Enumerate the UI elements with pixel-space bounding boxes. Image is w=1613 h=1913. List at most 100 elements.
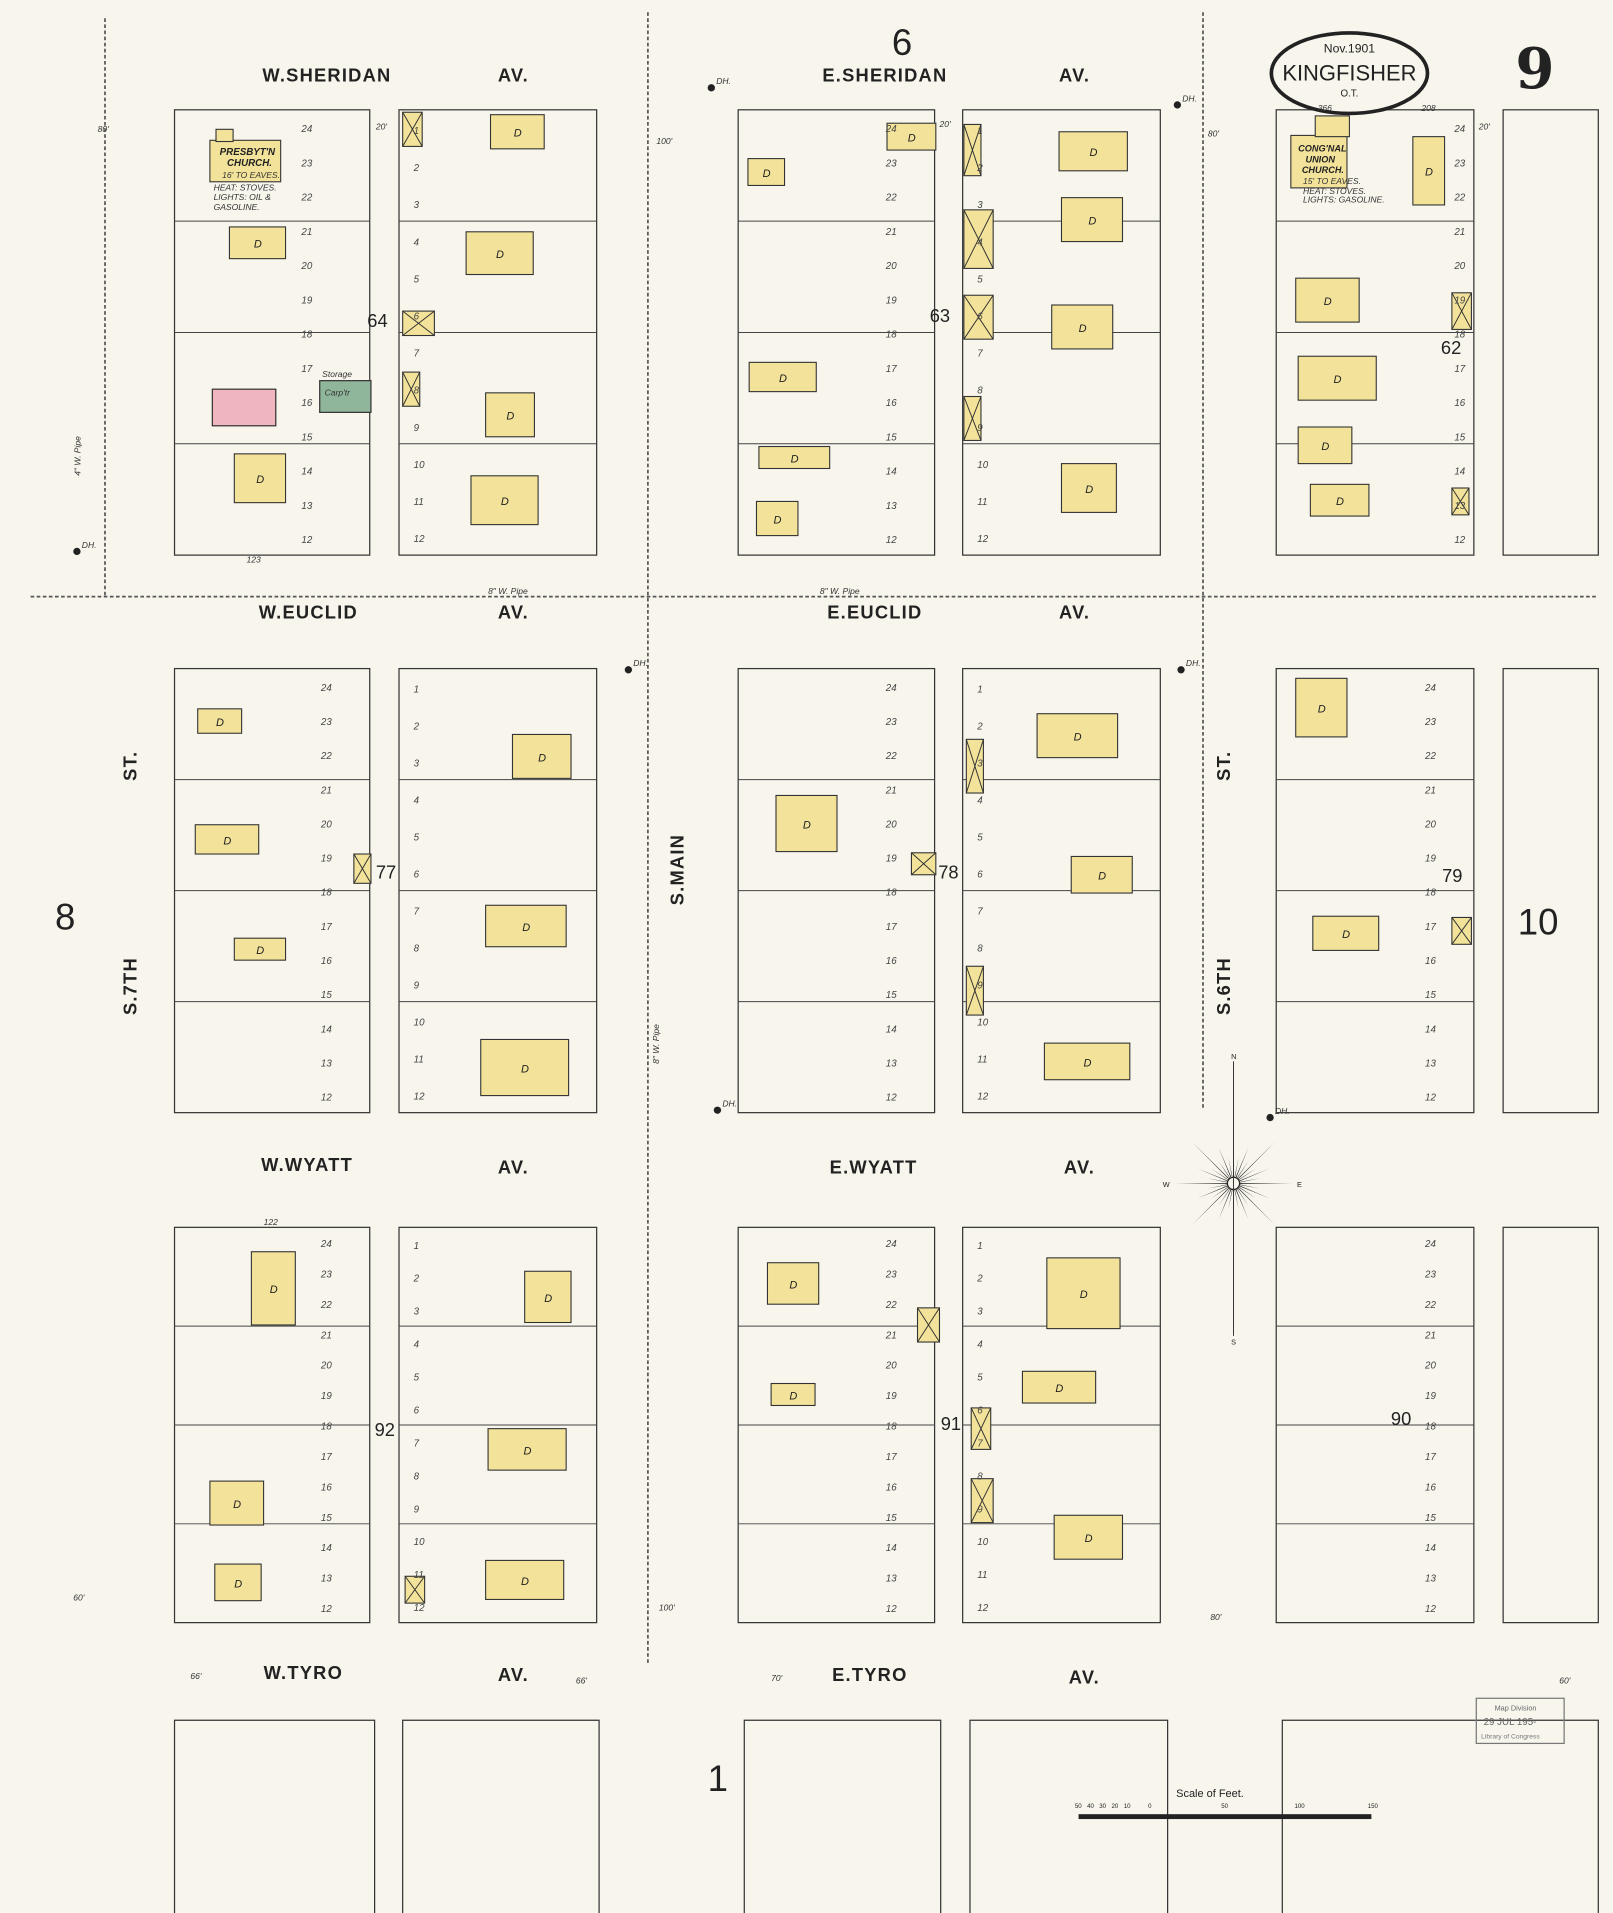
adjoining-sheet-north[interactable]: 6	[892, 22, 912, 63]
street-w-euclid: W.EUCLID	[259, 602, 358, 623]
lot-number: 15	[321, 1513, 332, 1524]
lot-number: 22	[320, 1300, 332, 1311]
lot-number: 21	[885, 1330, 897, 1341]
hydrant-icon	[1173, 101, 1182, 109]
carpenter-label: Carp'tr	[325, 387, 351, 397]
lot-number: 23	[1424, 1270, 1436, 1281]
lot-number: 18	[886, 888, 897, 899]
street-width: 80'	[98, 124, 109, 134]
compass-ray	[1228, 1157, 1233, 1179]
scale-tick: 20	[1112, 1803, 1119, 1810]
block-number: 62	[1441, 337, 1461, 358]
lot-number: 19	[321, 854, 332, 865]
lot-number: 13	[886, 1574, 897, 1585]
dwelling	[1412, 136, 1446, 206]
lot-number: 22	[885, 193, 897, 204]
lot-number: 4	[414, 1340, 420, 1351]
water-pipe-label: 8" W. Pipe	[488, 586, 528, 596]
dwelling	[886, 122, 937, 151]
compass-ray	[1238, 1183, 1293, 1184]
dwelling-label: D	[523, 1445, 531, 1457]
svg-text:15' TO EAVES.: 15' TO EAVES.	[1303, 176, 1361, 186]
dwelling-label: D	[1055, 1383, 1063, 1395]
dwelling-label: D	[256, 945, 264, 957]
lot-number: 4	[977, 796, 983, 807]
dwelling-label: D	[501, 496, 509, 508]
lot-number: 15	[886, 432, 897, 443]
dwelling-label: D	[763, 168, 771, 180]
lot-number: 13	[1425, 1059, 1436, 1070]
lot-number: 23	[1453, 158, 1465, 169]
compass-ray	[1197, 1184, 1230, 1199]
lot-number: 18	[321, 888, 332, 899]
lot-number: 12	[1425, 1093, 1436, 1104]
dwelling-label: D	[538, 752, 546, 764]
street-w-tyro: W.TYRO	[264, 1662, 344, 1683]
dwelling	[1295, 677, 1348, 738]
lot-number: 11	[977, 497, 987, 508]
dwelling	[1297, 426, 1353, 465]
lot-number: 4	[414, 796, 420, 807]
city-block	[173, 1719, 376, 1913]
street-e-tyro: E.TYRO	[832, 1664, 907, 1685]
svg-text:GASOLINE.: GASOLINE.	[214, 202, 260, 212]
dwelling-label: D	[1425, 167, 1433, 179]
compass-ray	[1218, 1161, 1232, 1180]
block-number: 63	[930, 305, 950, 326]
compass-ray	[1237, 1184, 1270, 1199]
lot-number: 23	[300, 158, 312, 169]
dwelling	[1295, 277, 1360, 323]
dwelling	[1036, 713, 1119, 759]
adjoining-sheet-south[interactable]: 1	[708, 1758, 728, 1799]
compass-ray	[1235, 1187, 1249, 1206]
dwelling-label: D	[256, 474, 264, 486]
lot-number: 10	[414, 460, 425, 471]
dwelling	[1053, 1514, 1124, 1560]
dwelling	[470, 475, 539, 526]
lot-number: 22	[885, 751, 897, 762]
compass-ray	[1236, 1186, 1275, 1225]
lot-number: 10	[977, 1537, 988, 1548]
lot-number: 8	[977, 944, 983, 955]
dwelling-label: D	[779, 373, 787, 385]
lot-number: 19	[886, 854, 897, 865]
lot-number: 10	[414, 1537, 425, 1548]
lot-number: 17	[321, 1452, 332, 1463]
dwelling-label: D	[1085, 484, 1093, 496]
lot-number: 8	[414, 1471, 420, 1482]
lot-number: 12	[886, 535, 897, 546]
adjoining-sheet-west[interactable]: 8	[55, 897, 75, 938]
lot-number: 20	[320, 819, 332, 830]
lot-number: 16	[321, 956, 332, 967]
street-s-main: S.MAIN	[666, 834, 687, 905]
dwelling	[1309, 483, 1370, 517]
street-e-wyatt: E.WYATT	[830, 1157, 918, 1178]
lot-number: 1	[977, 1241, 982, 1252]
street-width: 80'	[1210, 1612, 1221, 1622]
compass-rose: N S E W	[1163, 1052, 1302, 1346]
lot-number: 13	[321, 1059, 332, 1070]
hydrant-label: DH.	[82, 540, 97, 550]
shed-cross	[402, 112, 423, 147]
lot-number: 13	[886, 501, 897, 512]
lot-number: 12	[414, 1603, 425, 1614]
street-width: 66'	[576, 1676, 587, 1686]
adjoining-sheet-east[interactable]: 10	[1518, 902, 1559, 943]
lot-number: 16	[886, 1482, 897, 1493]
dwelling	[1046, 1257, 1121, 1330]
lot-number: 20	[1424, 1361, 1436, 1372]
lot-number: 18	[886, 330, 897, 341]
svg-text:LIGHTS: OIL &: LIGHTS: OIL &	[214, 192, 272, 202]
lot-number: 7	[977, 349, 983, 360]
street-av: AV.	[1064, 1157, 1095, 1178]
lot-number: 12	[977, 534, 988, 545]
water-pipe-label: 8" W. Pipe	[820, 586, 860, 596]
scale-tick: 50	[1221, 1803, 1228, 1810]
lot-number: 20	[1453, 261, 1465, 272]
compass-ray	[1235, 1147, 1249, 1180]
lot-number: 12	[414, 534, 425, 545]
scale-tick: 10	[1124, 1803, 1131, 1810]
lot-number: 17	[886, 364, 897, 375]
dwelling	[766, 1262, 820, 1305]
